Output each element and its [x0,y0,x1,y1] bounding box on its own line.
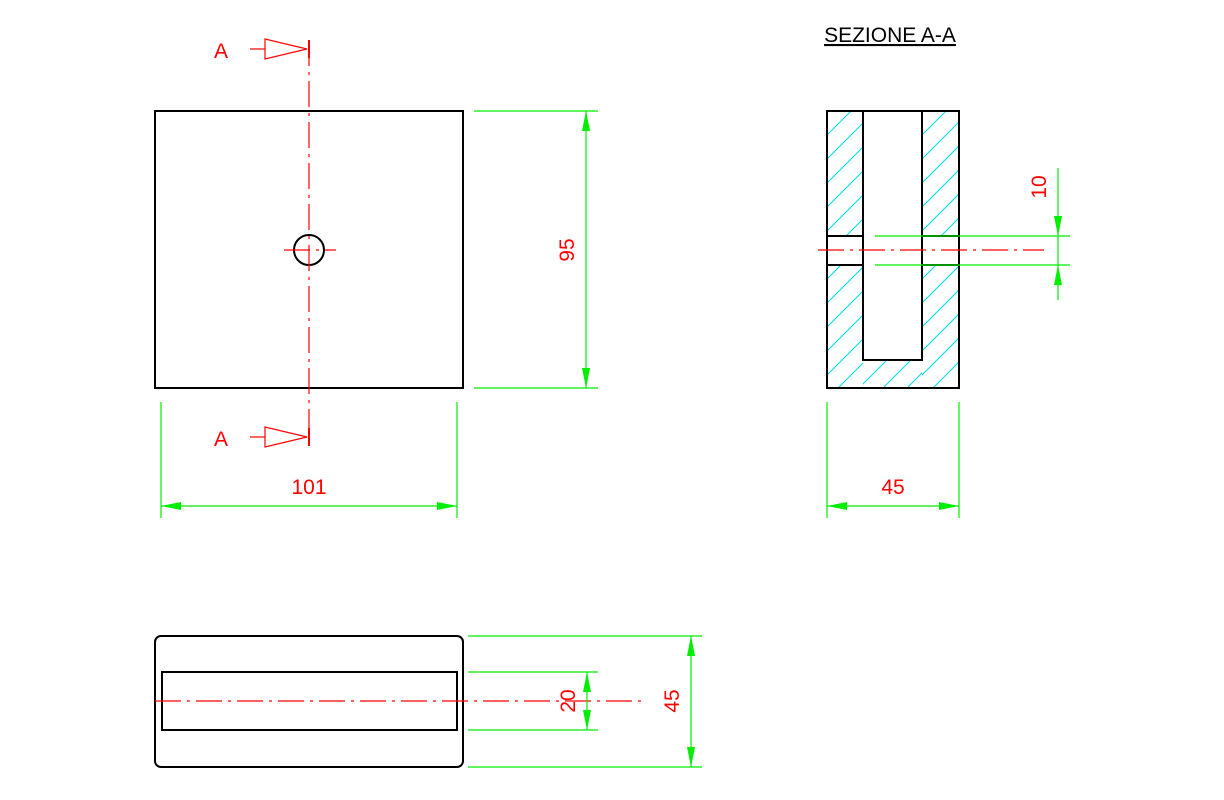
dimension-top-depth-label: 45 [661,689,684,712]
dimension-top-slot [468,671,598,731]
cut-label-bottom: A [214,428,228,451]
hatch-line [922,337,959,376]
hatch-line [1126,111,1224,388]
hatch-line [1101,111,1224,388]
dimension-section-slot [875,168,1070,300]
section-view: SEZIONE A-A 10 [818,24,1224,518]
dimension-section-slot-label: 10 [1028,175,1051,198]
section-title: SEZIONE A-A [824,24,956,47]
hatch-line [1053,111,1224,388]
top-view: 20 45 [154,635,702,768]
dimension-front-height [474,110,598,389]
hatch-line [827,338,863,376]
hatch-line [922,145,959,184]
hatch-line [882,360,912,388]
hatch-line [863,360,864,361]
dimension-section-width [826,402,960,518]
hatch-line [906,372,922,388]
dimension-top-depth [468,635,702,768]
hatch-line [931,360,959,388]
dimension-front-width [160,402,458,518]
hatch-line [827,314,863,352]
hatch-line [981,111,1224,388]
hatch-line [827,146,863,184]
section-arrow-bottom [250,426,310,448]
dimension-top-slot-label: 20 [557,689,580,712]
hatch-line [827,111,852,136]
hatch-line [1125,111,1224,388]
dimension-front-width-label: 101 [291,476,326,499]
hatch-line [922,121,959,160]
dimension-front-height-label: 95 [556,238,579,261]
dimension-section-width-label: 45 [881,476,904,499]
hatch-line [1173,111,1224,388]
hatch-line [863,360,888,385]
hatch-line [1078,111,1224,388]
cut-label-top: A [214,40,228,63]
section-arrow-top [250,38,310,60]
hatch-line [1077,111,1224,388]
hatch-line [1149,111,1224,388]
hatch-line [1197,111,1224,388]
hatch-line [922,313,959,352]
hatch-line [1054,111,1224,388]
hatch-line [1102,111,1224,388]
hatch-line [827,111,828,112]
section-hatching [827,111,1224,388]
hatch-line [1030,111,1224,388]
hatch-line [982,111,1224,388]
front-view: A A 101 95 [154,38,598,518]
hatch-line [827,122,863,160]
